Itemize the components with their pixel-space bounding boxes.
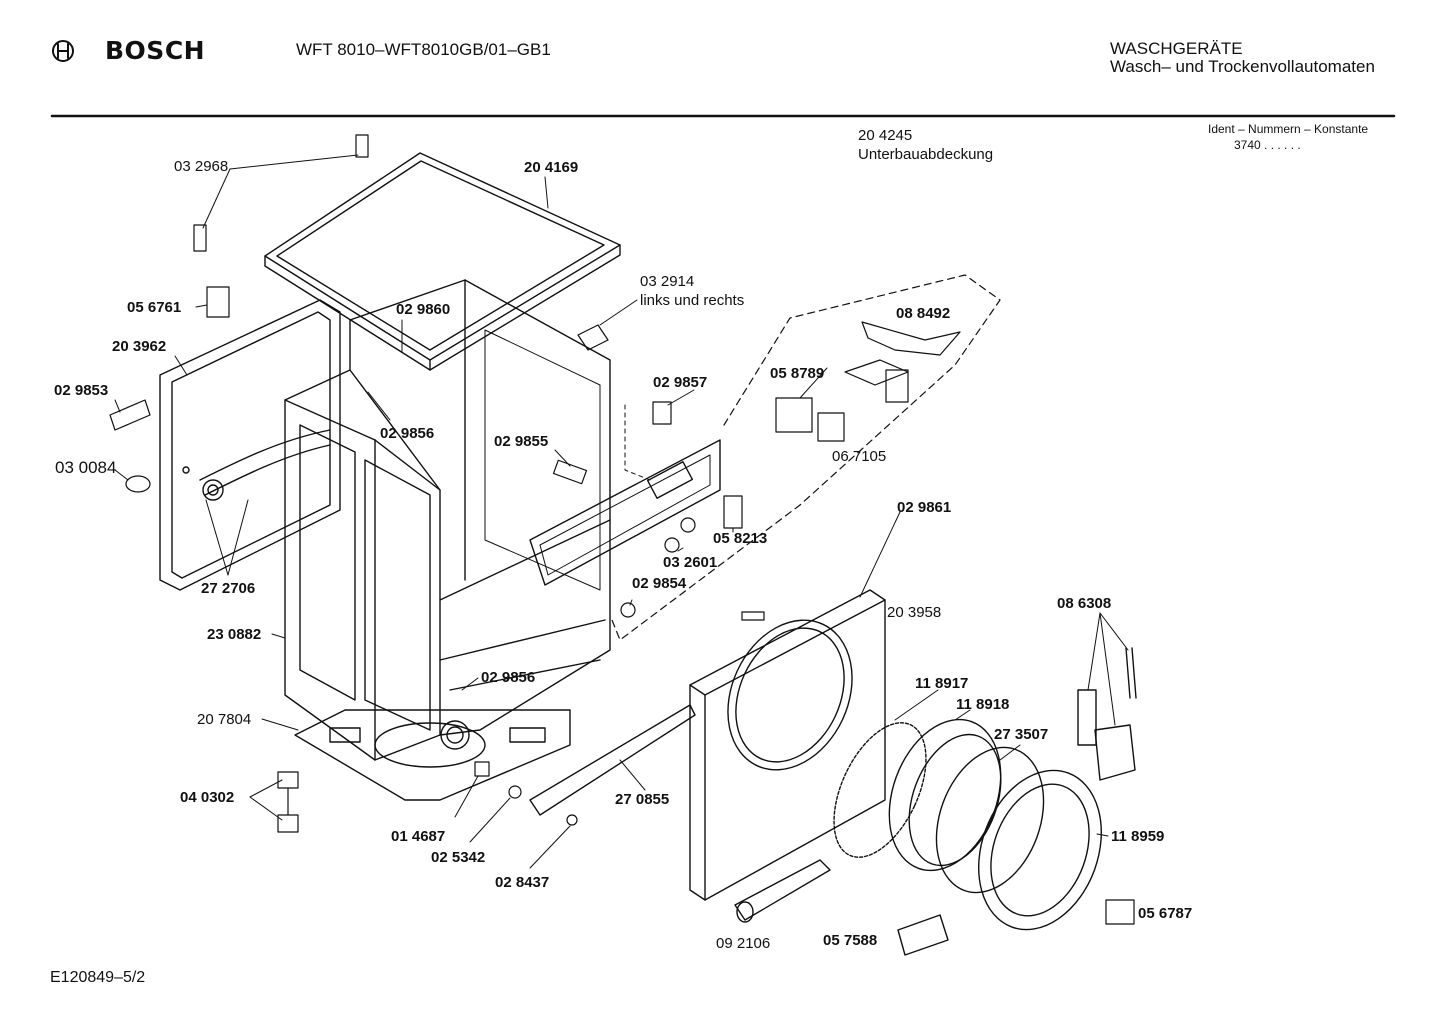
cabinet-part [284,279,611,761]
clip-01-4687 [474,761,490,777]
screw-02-8437 [566,814,578,826]
strip-part [529,704,696,816]
part-label: 20 7804 [197,711,252,728]
part-label: 01 4687 [391,828,446,845]
ident-value: 3740 . . . . . . [1234,138,1301,152]
cover-part-name: Unterbauabdeckung [858,146,994,163]
part-label: 08 8492 [896,305,951,322]
model-number: WFT 8010–WFT8010GB/01–GB1 [296,40,551,59]
part-label: 20 3962 [112,338,167,355]
part-label: 02 9860 [396,301,451,318]
seal-05-8213 [723,495,743,529]
part-label: 02 9856 [380,425,435,442]
category-title: WASCHGERÄTE [1110,39,1243,58]
part-label: 03 2601 [663,554,718,571]
part-label: 03 2968 [174,158,229,175]
part-label: 03 0084 [55,458,117,477]
part-label: 23 0882 [207,626,262,643]
holder-02-9861 [741,611,765,621]
part-02-9855-small [552,459,588,485]
part-label: 05 8789 [770,365,825,382]
brand-name: BOSCH [105,36,206,65]
base-plate-part [294,709,571,801]
part-label: 04 0302 [180,789,235,806]
part-label: 02 9861 [897,499,952,516]
part-label: 02 5342 [431,849,486,866]
part-label: 02 9855 [494,433,549,450]
front-panel-part [689,589,886,901]
switch-05-6761 [206,286,230,318]
part-label: 05 7588 [823,932,878,949]
hinge-03-2968-top [355,134,369,158]
bushing-03-2601a [680,517,696,533]
part-label: 20 3958 [887,604,942,621]
bracket-part-number: 03 2914 [640,273,695,290]
back-panel-part [159,299,341,591]
part-label: 02 9856 [481,669,536,686]
bracket-03-2914 [577,324,609,351]
lamp-02-9857 [652,401,672,425]
worktop-part [264,152,621,371]
electronics-group-outline [611,274,1001,641]
part-label: 02 9854 [632,575,687,592]
bosch-logo-icon [52,40,74,62]
part-label: 05 6761 [127,299,182,316]
part-label: 09 2106 [716,935,771,952]
door-parts [833,718,1102,931]
washer-02-5342 [508,785,522,799]
plug-02-9854 [620,602,636,618]
part-label: 02 9853 [54,382,109,399]
part-label: 05 6787 [1138,905,1193,922]
part-label: 05 8213 [713,530,768,547]
small-parts [109,134,1135,925]
drawer-part [734,859,831,923]
category-subtitle: Wasch– und Trockenvollautomaten [1110,57,1375,76]
part-label: 02 8437 [495,874,550,891]
bracket-note: links und rechts [640,292,745,309]
part-label: 20 4169 [524,159,579,176]
sheet-id: E120849–5/2 [50,969,146,986]
part-label: 11 8918 [956,696,1010,713]
part-label: 27 2706 [201,580,256,597]
cover-part-number: 20 4245 [858,127,913,144]
part-label: 11 8917 [915,675,969,692]
dashed-box [624,404,651,481]
foot-04-0302 [277,814,299,833]
part-label: 27 3507 [994,726,1049,743]
hinge-03-2968-bottom [193,224,207,252]
control-frame-part [529,439,721,586]
lock-05-6787 [1105,899,1135,925]
part-label: 02 9857 [653,374,708,391]
leader-lines [114,154,1129,869]
part-label: 27 0855 [615,791,670,808]
part-label: 08 6308 [1057,595,1112,612]
part-label: 11 8959 [1111,828,1165,845]
lock-bracket-part [897,914,949,956]
clip-02-9853 [109,399,151,431]
part-label: 06 7105 [832,448,887,465]
cap-03-0084 [125,475,151,493]
bushing-03-2601b [664,537,680,553]
electronics-parts [775,321,961,442]
ident-label: Ident – Nummern – Konstante [1208,122,1369,136]
hinge-part [1077,647,1137,781]
